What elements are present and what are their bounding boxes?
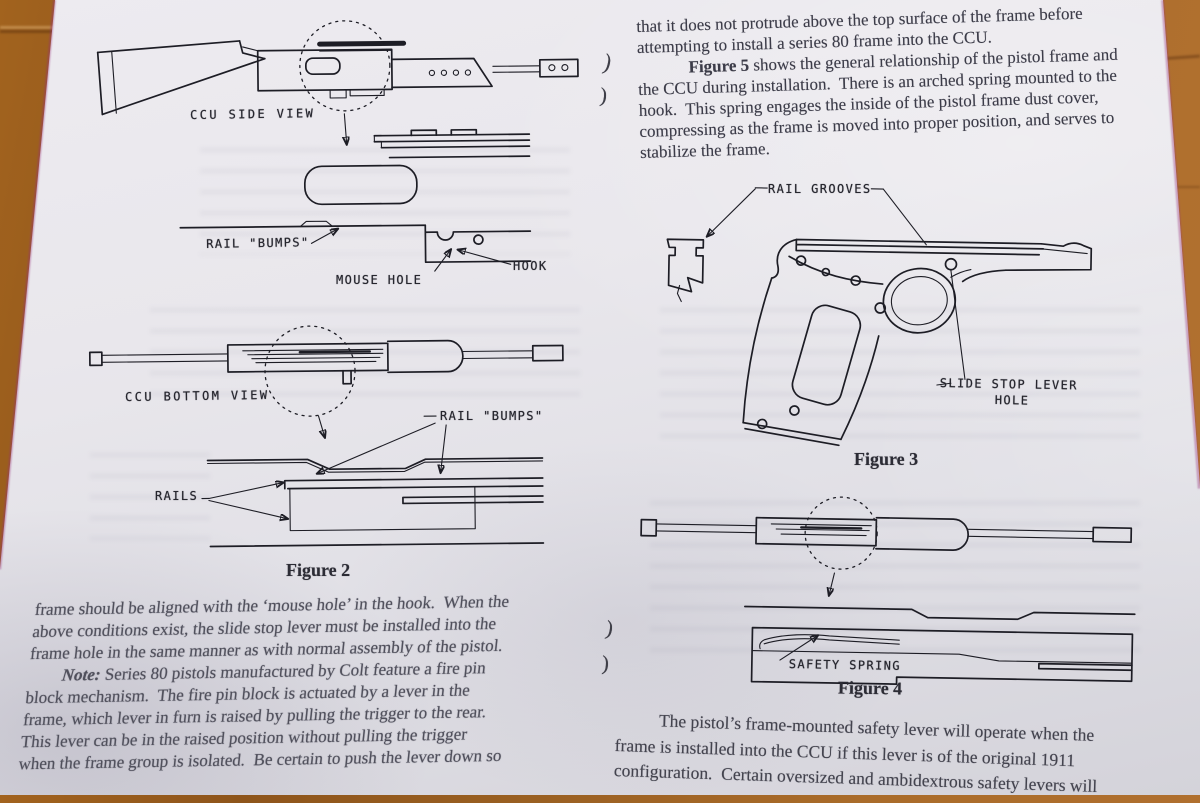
label-rail-bumps-top: RAIL "BUMPS" (206, 235, 310, 251)
ccu-side-detail-drawing (179, 128, 532, 272)
safety-spring-drawing (640, 496, 1136, 685)
ccu-bottom-view-drawing (88, 325, 564, 439)
detail-callout-circle (299, 20, 391, 112)
label-safety-spring: SAFETY SPRING (788, 657, 902, 673)
figure-4-caption: Figure 4 (837, 677, 903, 699)
cardboard-crease (0, 26, 58, 29)
pistol-frame-drawing (666, 187, 1093, 447)
figure-2-caption: Figure 2 (286, 560, 351, 580)
label-ccu-bottom-view: CCU BOTTOM VIEW (125, 387, 270, 404)
detail-callout-circle (804, 496, 878, 570)
figure-3-caption: Figure 3 (854, 449, 919, 469)
label-slide-stop-lever: SLIDE STOP LEVER (939, 376, 1078, 393)
cardboard-crease (1168, 186, 1200, 188)
paragraph-bottom-left: frame should be aligned with the ‘mouse … (17, 591, 511, 774)
label-slide-stop-hole: HOLE (994, 393, 1030, 408)
detail-callout-circle (264, 325, 356, 417)
label-rails: RAILS (155, 489, 199, 503)
label-rail-bumps-bottom: RAIL "BUMPS" (440, 409, 544, 423)
label-hook: HOOK (513, 259, 548, 273)
label-ccu-side-view: CCU SIDE VIEW (190, 106, 316, 122)
label-rail-grooves: RAIL GROOVES (768, 182, 872, 196)
ccu-side-view-drawing (96, 20, 579, 146)
ccu-bottom-detail-drawing (201, 415, 545, 548)
cardboard-crease (0, 30, 58, 33)
paragraph-top-right: that it does not protrude above the top … (636, 3, 1118, 162)
label-mouse-hole: MOUSE HOLE (336, 273, 423, 287)
